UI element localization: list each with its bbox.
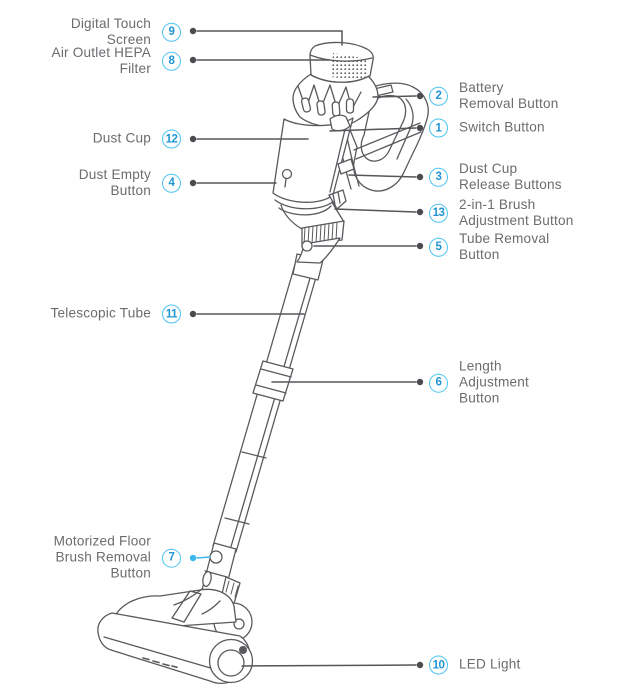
- battery-seam-2: [355, 131, 422, 160]
- collar-line-1: [260, 368, 292, 378]
- roller-end-cap-inner: [217, 649, 245, 677]
- callout-label: Dust Cup: [92, 130, 151, 146]
- callout-label: Digital Touch Screen: [70, 15, 151, 47]
- callout-number-badge: 12: [162, 129, 181, 149]
- callout-number-badge: 8: [162, 51, 181, 71]
- callout-label: Tube Removal Button: [459, 230, 550, 262]
- callout-label: 2-in-1 Brush Adjustment Button: [459, 196, 574, 228]
- callout-length-adjustment-button: 6 Length Adjustment Button: [429, 359, 529, 408]
- led-light-dashes: [142, 657, 178, 669]
- collar-line-2: [255, 384, 287, 394]
- leader-switch-button: [329, 127, 417, 132]
- callout-label: Battery Removal Button: [459, 79, 559, 111]
- callout-number-badge: 9: [162, 22, 181, 42]
- callout-label: Length Adjustment Button: [459, 358, 530, 407]
- leader-led-light: [241, 664, 417, 667]
- tube-body: [212, 260, 320, 553]
- leader-digital-touch-screen: [196, 30, 343, 46]
- neck-vent-oval: [202, 570, 212, 588]
- end-cap-dot: [239, 646, 247, 654]
- callout-label: Dust Cup Release Buttons: [459, 160, 562, 192]
- wedge-hatching: [225, 580, 239, 598]
- cone-tab-4: [345, 98, 355, 114]
- cone-tab-3: [331, 101, 341, 117]
- dust-cup-release-latch: [337, 158, 355, 175]
- cup-base-left-edge: [280, 204, 303, 230]
- dust-cup-seam: [329, 120, 348, 193]
- leader-dots: [189, 27, 424, 669]
- leader-battery-removal: [372, 95, 417, 98]
- dust-cup-base-band-2: [278, 205, 332, 216]
- callout-air-outlet-hepa-filter: Air Outlet HEPA Filter 8: [52, 45, 181, 77]
- tube-removal-button-part: [301, 240, 313, 252]
- callout-dust-empty-button: Dust Empty Button 4: [79, 167, 181, 199]
- roller-face-crease: [103, 636, 215, 670]
- callout-number-badge: 11: [162, 304, 181, 324]
- cone-tab-2: [316, 100, 326, 116]
- leader-2in1-adjustment: [334, 208, 417, 213]
- telescopic-tube: [212, 253, 324, 553]
- callout-number-badge: 5: [429, 237, 448, 257]
- callout-digital-touch-screen: Digital Touch Screen 9: [71, 16, 181, 48]
- callout-number-badge: 4: [162, 173, 181, 193]
- swivel-arm-line-2: [201, 600, 221, 615]
- callout-label: Telescopic Tube: [50, 305, 151, 321]
- callout-label: LED Light: [459, 656, 521, 672]
- callout-dust-cup-release-buttons: 3 Dust Cup Release Buttons: [429, 161, 562, 193]
- tube-joint-line-2: [224, 517, 250, 525]
- leader-cup-release: [348, 174, 417, 178]
- leader-brush-removal-blue: [196, 556, 211, 559]
- brush-holder-hatch-1: [332, 193, 336, 206]
- callout-label: Switch Button: [459, 119, 545, 135]
- callout-telescopic-tube: Telescopic Tube 11: [50, 304, 181, 324]
- callout-2in1-brush-adjustment-button: 13 2-in-1 Brush Adjustment Button: [429, 197, 573, 229]
- callout-label: Motorized Floor Brush Removal Button: [53, 533, 151, 582]
- length-adjustment-collar: [252, 360, 294, 402]
- callout-label: Dust Empty Button: [78, 166, 151, 198]
- callout-dust-cup: Dust Cup 12: [92, 129, 181, 149]
- callout-number-badge: 2: [429, 86, 448, 106]
- dust-cup-base-band-1: [274, 199, 335, 210]
- callout-motorized-floor-brush-removal-button: Motorized Floor Brush Removal Button 7: [54, 534, 181, 583]
- callout-number-badge: 6: [429, 373, 448, 393]
- callout-number-badge: 3: [429, 167, 448, 187]
- callout-number-badge: 7: [162, 548, 181, 568]
- swivel-arm-line-1: [173, 588, 203, 606]
- brush-holder-hatch-2: [337, 191, 341, 204]
- callout-led-light: 10 LED Light: [429, 655, 521, 675]
- callout-battery-removal-button: 2 Battery Removal Button: [429, 80, 559, 112]
- leader-dot-blue: [189, 554, 197, 562]
- leader-lines: [196, 30, 417, 667]
- hepa-dot-texture: [331, 53, 368, 81]
- tube-edge-line: [229, 267, 314, 551]
- tube-joint-line-1: [241, 451, 267, 459]
- dust-empty-button-part: [281, 168, 293, 180]
- brush-removal-button-part: [209, 550, 223, 564]
- callout-number-badge: 1: [429, 118, 448, 138]
- floor-brush: [97, 542, 254, 684]
- callout-number-badge: 10: [429, 655, 448, 675]
- callout-switch-button: 1 Switch Button: [429, 118, 545, 138]
- callout-tube-removal-button: 5 Tube Removal Button: [429, 231, 549, 263]
- dust-empty-button-slot: [284, 178, 287, 188]
- callout-number-badge: 13: [429, 203, 448, 223]
- cone-tab-1: [300, 97, 312, 113]
- callout-label: Air Outlet HEPA Filter: [51, 44, 151, 76]
